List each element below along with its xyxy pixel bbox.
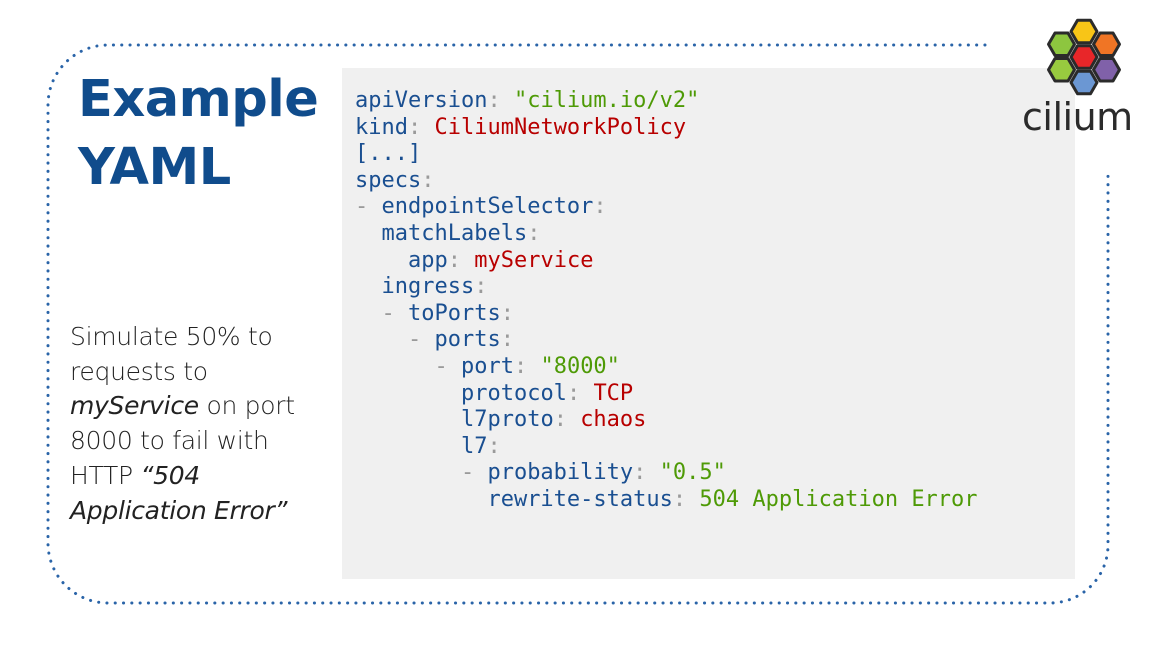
code-token: : (474, 274, 488, 300)
code-token (355, 434, 461, 459)
code-token: "cilium.io/v2" (513, 88, 700, 113)
logo-text: cilium (1022, 95, 1133, 139)
code-token: - (355, 300, 408, 326)
logo-hexagon (1047, 57, 1076, 83)
code-line: specs: (355, 168, 978, 195)
code-token: CiliumNetworkPolicy (434, 114, 687, 140)
code-line: ingress: (355, 274, 978, 301)
code-token: : (513, 353, 541, 379)
code-line: protocol: TCP (355, 381, 978, 408)
code-token: : (593, 194, 607, 220)
code-token: - (355, 194, 382, 220)
code-token (355, 274, 382, 299)
code-token: - (355, 353, 461, 379)
page-title: Example YAML (78, 66, 338, 202)
code-line: apiVersion: "cilium.io/v2" (355, 88, 978, 115)
code-token: : (500, 327, 514, 353)
logo-hexagon (1069, 69, 1099, 96)
code-token: kind (355, 114, 408, 140)
code-line: [...] (355, 141, 978, 168)
code-token: "8000" (540, 353, 620, 379)
code-token: port (460, 353, 514, 379)
code-token (355, 248, 408, 273)
code-token: protocol (460, 380, 567, 406)
code-token: app (407, 247, 448, 273)
code-line: - probability: "0.5" (355, 460, 978, 487)
code-token: : (487, 433, 501, 459)
logo-hexagon (1047, 31, 1076, 57)
code-token: : (487, 88, 514, 113)
description-text: Simulate 50% to requests to myService on… (70, 320, 330, 528)
code-token: rewrite-status (487, 486, 673, 512)
code-token: l7proto (460, 407, 554, 433)
code-line: matchLabels: (355, 221, 978, 248)
dotted-frame-path (46, 43, 1110, 605)
code-token: chaos (580, 407, 647, 433)
code-token: endpointSelector (381, 194, 594, 220)
code-token: - (355, 327, 435, 353)
code-token: ports (434, 327, 501, 353)
code-token (355, 407, 461, 432)
code-token: : (527, 220, 541, 246)
code-token: ingress (381, 274, 475, 300)
code-line: app: myService (355, 248, 978, 275)
title-line-1: Example (78, 70, 319, 129)
code-token: l7 (460, 433, 488, 459)
description-quote: “504 Application Error” (70, 460, 288, 525)
description-service: myService (70, 391, 199, 421)
code-line: l7: (355, 434, 978, 461)
code-line: - toPorts: (355, 301, 978, 328)
code-token: apiVersion (355, 88, 488, 113)
code-line: - endpointSelector: (355, 194, 978, 221)
code-block: apiVersion: "cilium.io/v2"kind: CiliumNe… (342, 68, 1075, 579)
code-line: - port: "8000" (355, 354, 978, 381)
code-token: : (672, 486, 700, 512)
code-token: : (566, 380, 594, 406)
code-token: specs (355, 167, 422, 193)
code-token: : (447, 247, 475, 273)
code-token: toPorts (407, 300, 501, 326)
logo-hexagon (1092, 31, 1121, 57)
hexagon-cluster-logo-icon (1047, 18, 1121, 96)
code-token: TCP (593, 380, 634, 406)
code-token: probability (487, 460, 634, 486)
code-token (355, 221, 382, 246)
yaml-code: apiVersion: "cilium.io/v2"kind: CiliumNe… (355, 88, 978, 514)
code-token: : (407, 114, 435, 140)
code-token: : (500, 300, 514, 326)
code-token (355, 381, 461, 406)
description-part-1: Simulate 50% to requests to (70, 322, 273, 386)
code-line: - ports: (355, 327, 978, 354)
code-token: - (355, 460, 488, 486)
code-token: : (633, 460, 660, 486)
logo-hexagon (1092, 57, 1121, 83)
code-token: : (421, 167, 435, 193)
logo-hexagon (1069, 44, 1099, 70)
code-line: rewrite-status: 504 Application Error (355, 486, 978, 514)
code-line: l7proto: chaos (355, 407, 978, 434)
code-token: : (553, 407, 581, 433)
code-line: kind: CiliumNetworkPolicy (355, 115, 978, 142)
code-token (355, 487, 487, 512)
description-part-2: on port 8000 to fail with HTTP (70, 391, 295, 490)
code-token: 504 Application Error (699, 486, 978, 512)
code-token: myService (474, 247, 594, 273)
logo-hexagon (1069, 18, 1099, 45)
title-line-2: YAML (78, 138, 231, 197)
code-token: [...] (355, 141, 422, 167)
code-token: matchLabels (381, 220, 528, 246)
code-token: "0.5" (659, 460, 726, 486)
